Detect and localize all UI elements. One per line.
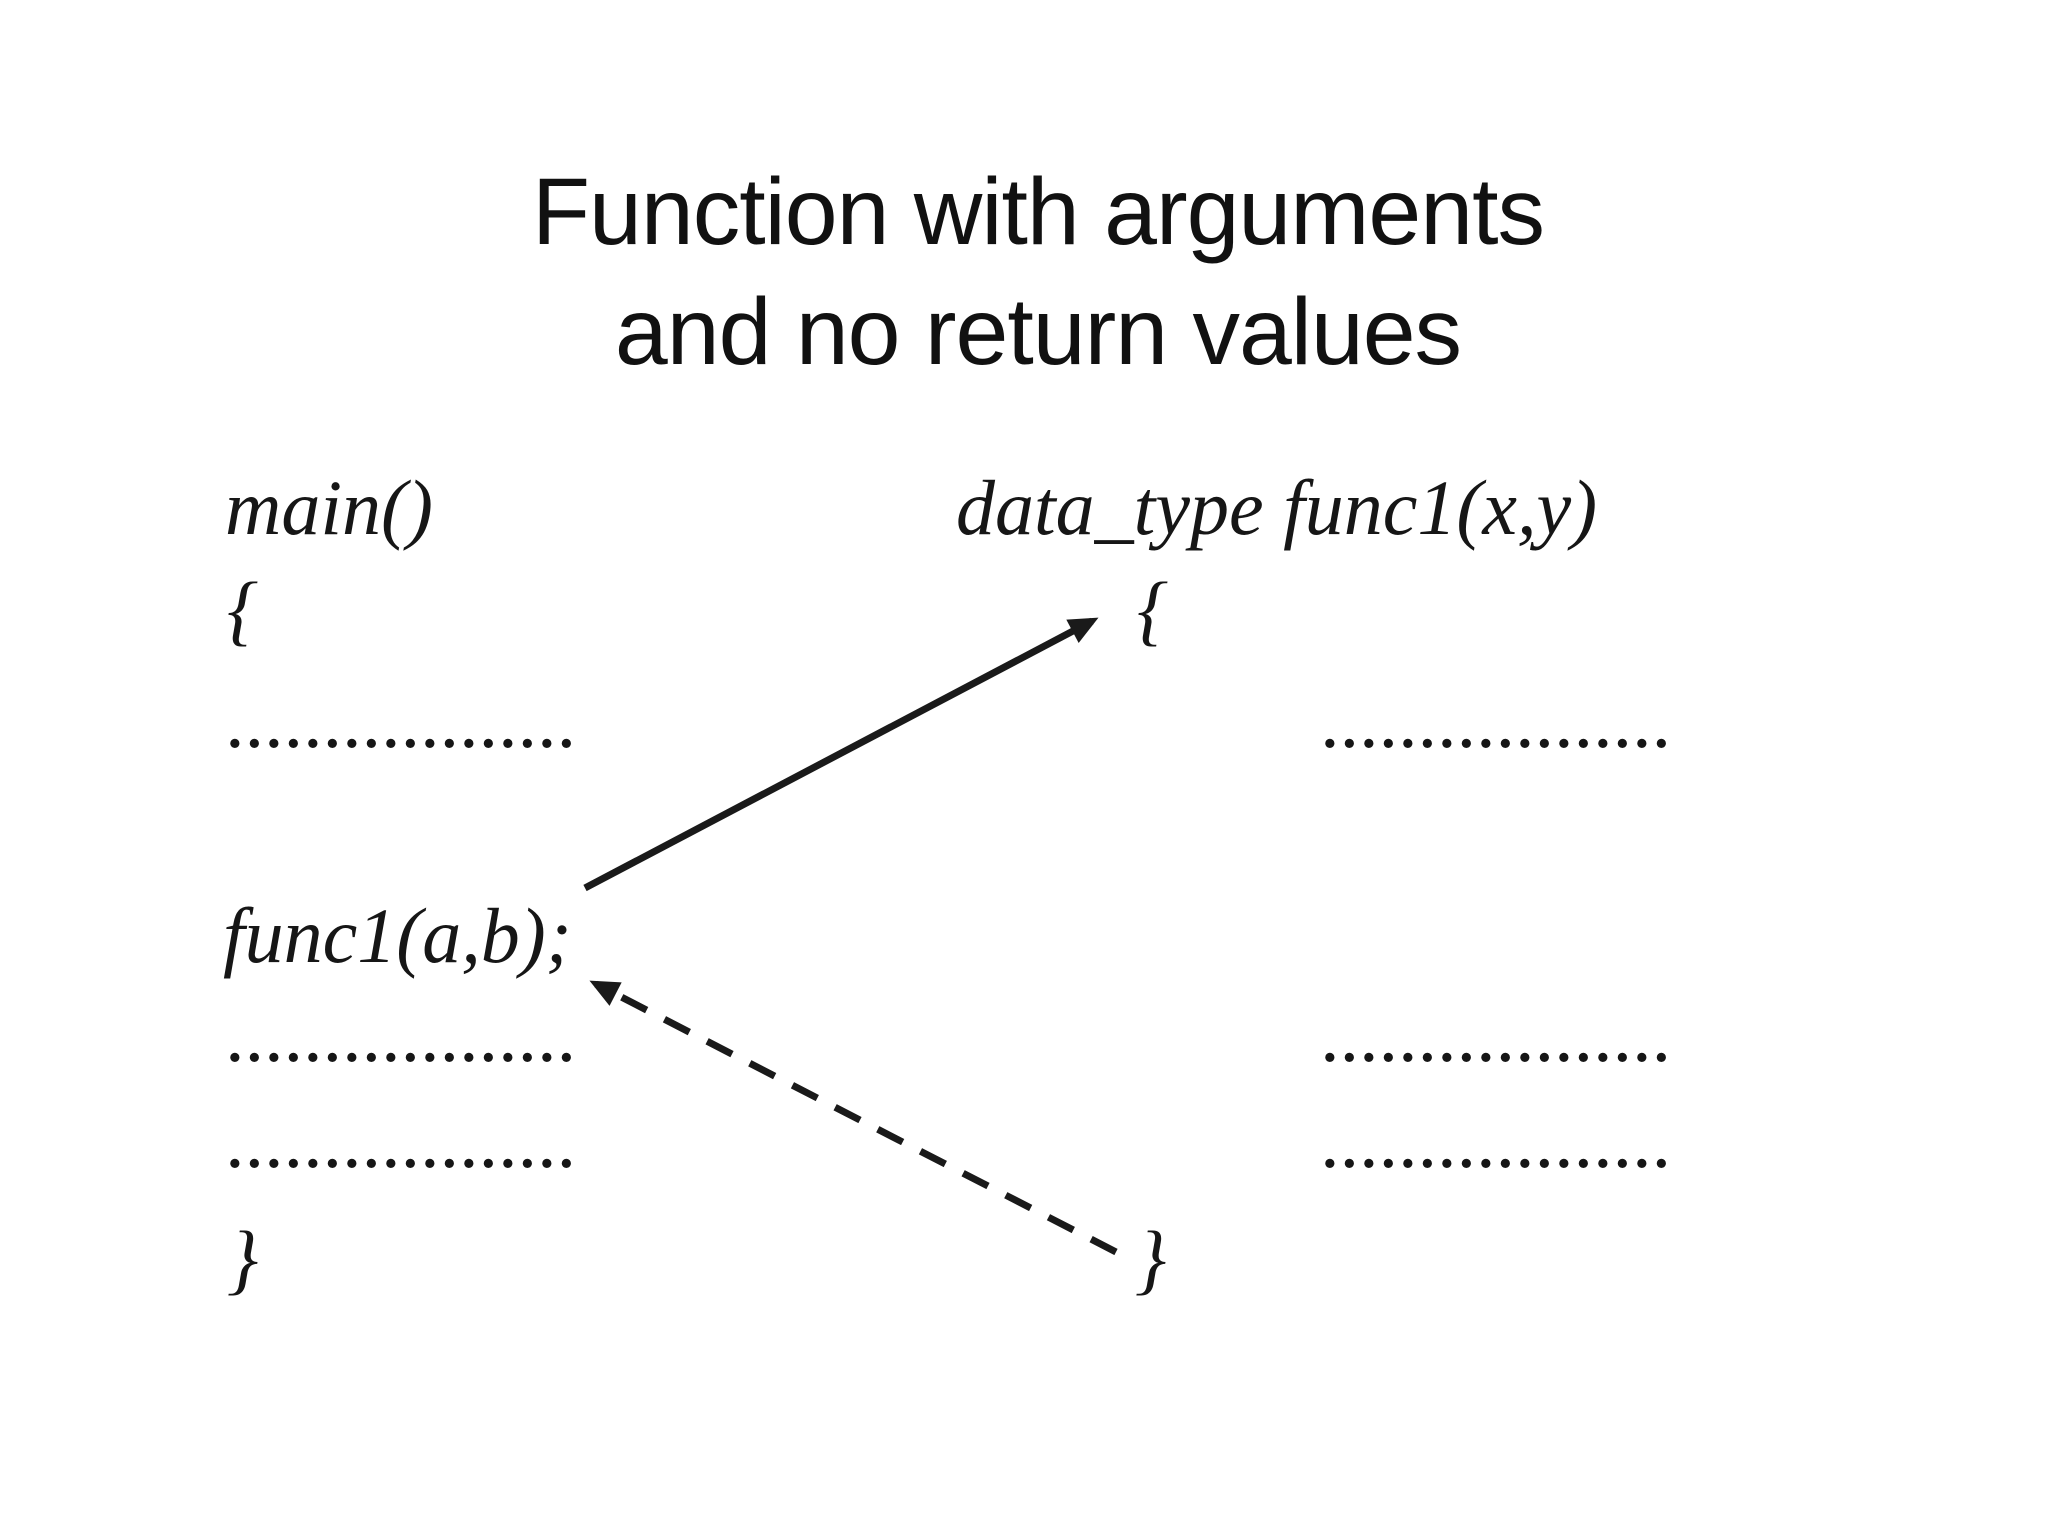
slide-title-line1: Function with arguments [532, 159, 1545, 265]
return-arrow [589, 980, 1118, 1256]
main-close-brace: } [227, 1215, 259, 1302]
func1-call-statement: func1(a,b); [223, 892, 572, 979]
slide-title-line2: and no return values [614, 279, 1462, 385]
call-arrow [583, 617, 1099, 892]
main-body-dots-2: .................. [227, 991, 578, 1078]
func1-body-dots-1: .................. [1322, 677, 1673, 764]
main-function-header: main() [225, 464, 433, 551]
func1-open-brace: { [1137, 566, 1169, 653]
slide-title: Function with arguments and no return va… [14, 152, 2048, 392]
main-body-dots-3: .................. [227, 1097, 578, 1184]
func1-body-dots-3: .................. [1322, 1097, 1673, 1184]
func1-close-brace: } [1135, 1215, 1167, 1302]
func1-definition-header: data_type func1(x,y) [956, 464, 1598, 551]
main-body-dots-1: .................. [227, 677, 578, 764]
func1-body-dots-2: .................. [1322, 991, 1673, 1078]
main-open-brace: { [227, 566, 259, 653]
